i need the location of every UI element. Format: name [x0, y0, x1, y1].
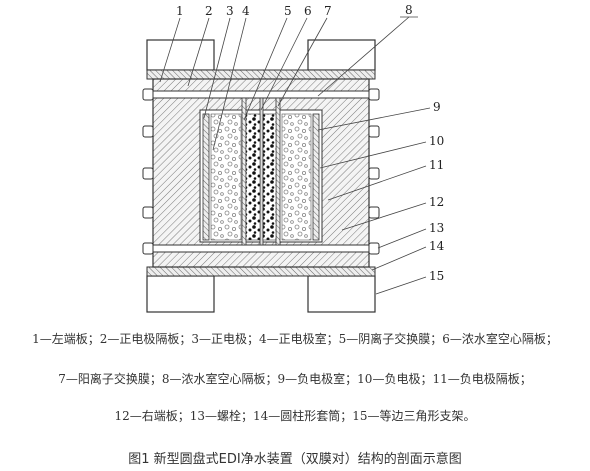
figure-caption: 图1 新型圆盘式EDI净水装置（双膜对）结构的剖面示意图 — [128, 452, 462, 467]
callout-9: 9 — [433, 100, 441, 114]
resin-compartment-right — [262, 113, 277, 241]
legend-line-3: 12—右端板；13—螺栓；14—圆柱形套筒；15—等边三角形支架。 — [114, 409, 476, 423]
top-flange-right — [307, 39, 376, 71]
cation-exchange-membrane — [275, 97, 281, 246]
top-sleeve-band — [146, 69, 376, 80]
bolt-heads-right — [368, 88, 380, 255]
positive-electrode — [202, 113, 210, 241]
edi-cross-section-diagram: 1 2 3 4 5 6 7 8 9 10 11 12 13 14 15 — [142, 3, 445, 313]
callout-14: 14 — [429, 239, 445, 253]
callout-2: 2 — [205, 4, 213, 18]
support-stand-right — [307, 275, 376, 313]
bolt-heads-left — [142, 88, 154, 255]
support-stand-left — [146, 275, 215, 313]
callout-13: 13 — [429, 221, 444, 235]
callout-12: 12 — [429, 195, 444, 209]
callout-5: 5 — [284, 4, 292, 18]
negative-electrode — [312, 113, 320, 241]
top-flange-left — [146, 39, 215, 71]
resin-compartment-left — [245, 113, 261, 241]
callout-11: 11 — [429, 158, 444, 172]
callout-4: 4 — [242, 4, 250, 18]
leader-lines — [159, 16, 431, 295]
callout-8: 8 — [405, 3, 413, 17]
negative-electrode-chamber — [281, 113, 312, 241]
callout-7: 7 — [324, 4, 332, 18]
anion-exchange-membrane — [241, 97, 247, 246]
callout-6: 6 — [304, 4, 312, 18]
callout-3: 3 — [226, 4, 234, 18]
callout-10: 10 — [429, 134, 444, 148]
legend-line-1: 1—左端板；2—正电极隔板；3—正电极；4—正电极室；5—阴离子交换膜；6—浓水… — [32, 332, 558, 346]
callout-15: 15 — [429, 269, 444, 283]
positive-electrode-chamber — [210, 113, 242, 241]
concentrate-chamber-spacer — [259, 97, 264, 246]
legend-line-2: 7—阳离子交换膜；8—浓水室空心隔板；9—负电极室；10—负电极；11—负电极隔… — [58, 372, 532, 386]
callout-1: 1 — [176, 4, 184, 18]
tie-rod-bottom — [147, 244, 375, 253]
tie-rod-top — [147, 90, 375, 99]
bottom-sleeve-band — [146, 266, 376, 277]
